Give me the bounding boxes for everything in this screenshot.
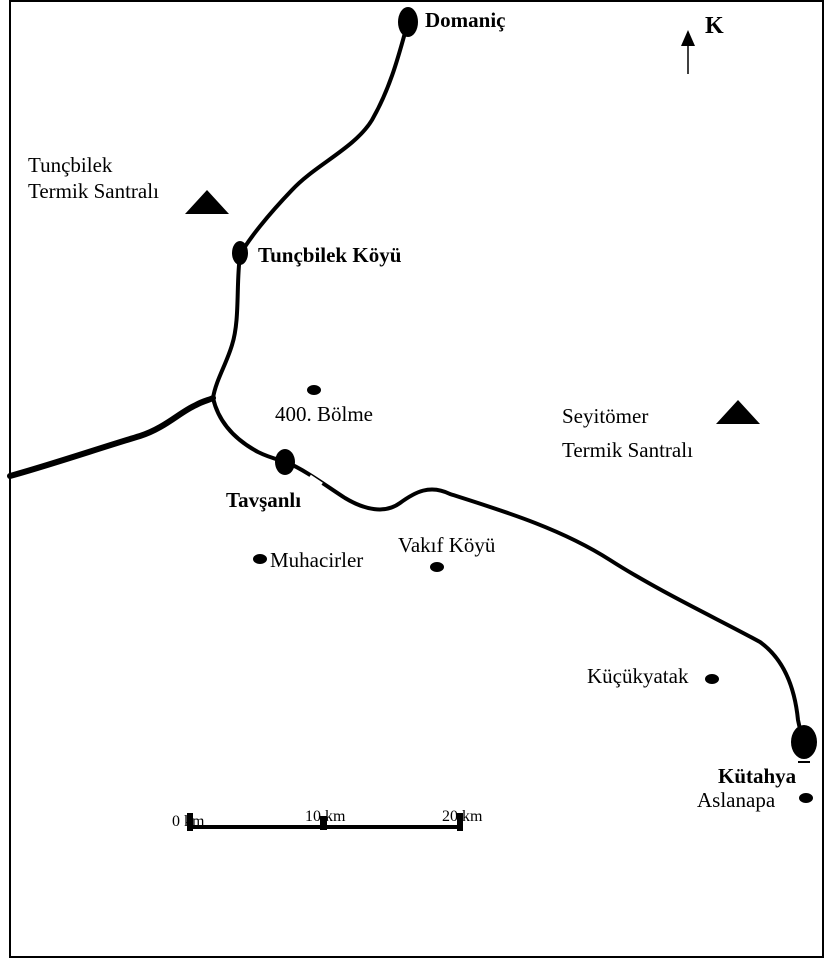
scale-label-0: 0 km [172,813,205,830]
road-tavsanli-kutahya [284,460,807,747]
village-label-400-bolme: 400. Bölme [275,402,373,426]
village-label-aslanapa: Aslanapa [697,788,776,812]
map-frame [9,0,824,958]
road-domanic-tavsanli [210,20,410,464]
power-plant-seyitomer-icon [716,400,760,424]
city-marker-domanic [398,7,418,37]
city-marker-kutahya [791,725,817,759]
village-label-muhacirler: Muhacirler [270,548,364,572]
city-label-domanic: Domaniç [425,8,506,32]
village-marker-muhacirler [253,554,267,564]
city-label-kutahya: Kütahya [718,764,797,788]
village-marker-kucukyatak [705,674,719,684]
village-marker-400-bolme [307,385,321,395]
power-plant-label-seyitomer-2: Termik Santralı [562,438,693,462]
village-label-vakif-koyu: Vakıf Köyü [398,533,496,557]
city-marker-tuncbilek-koyu [232,241,248,265]
scale-bar [187,813,463,831]
power-plant-label-tuncbilek-2: Termik Santralı [28,179,159,203]
power-plant-label-seyitomer-1: Seyitömer [562,404,649,428]
village-label-kucukyatak: Küçükyatak [587,664,689,688]
power-plant-tuncbilek-icon [185,190,229,214]
road-west [7,395,216,479]
road-break [309,474,323,486]
scale-label-10: 10 km [305,808,346,825]
north-label: K [705,13,724,39]
village-marker-vakif-koyu [430,562,444,572]
city-label-tuncbilek-koyu: Tunçbilek Köyü [258,243,402,267]
village-marker-aslanapa [799,793,813,803]
city-marker-tavsanli [275,449,295,475]
scale-label-20: 20 km [442,808,483,825]
city-label-tavsanli: Tavşanlı [226,488,302,512]
power-plant-label-tuncbilek-1: Tunçbilek [28,153,113,177]
north-arrow-icon [681,30,695,46]
